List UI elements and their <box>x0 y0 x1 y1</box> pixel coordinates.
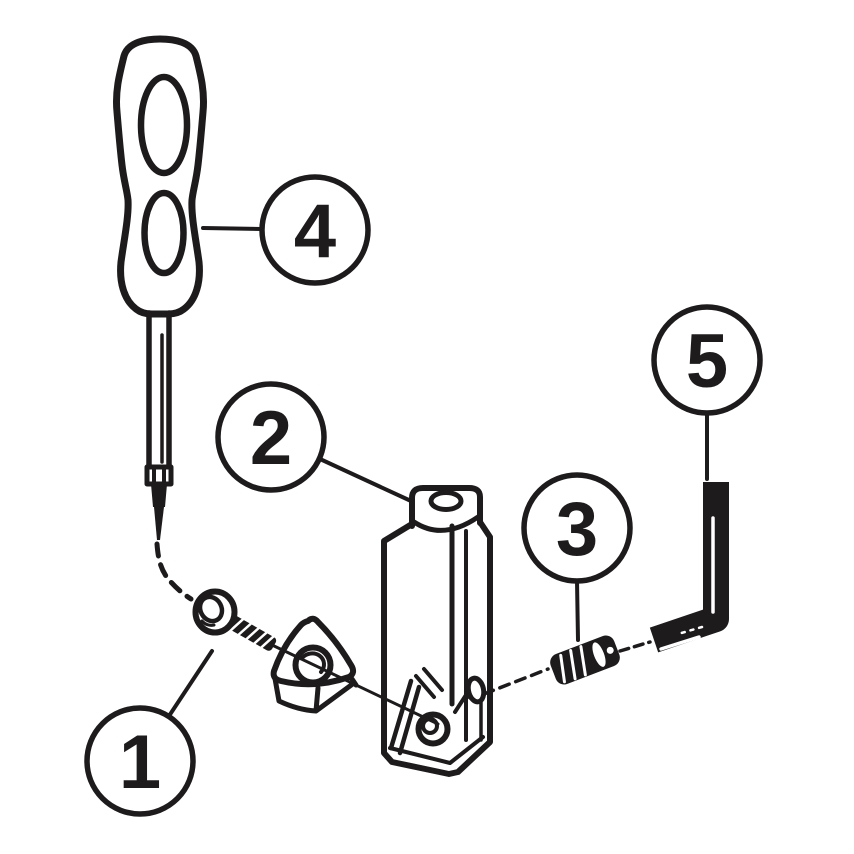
hex-key-short-arm-dotted-highlight <box>676 625 704 636</box>
screwdriver-axis-dashed-line <box>154 541 194 602</box>
assembly-axis-line <box>270 643 440 726</box>
screwdriver-shaft <box>146 310 172 471</box>
screwdriver-grip-upper-inset <box>137 73 191 177</box>
screwdriver-grip-lower-inset <box>141 189 187 277</box>
callout-2-balloon <box>215 381 327 493</box>
screwdriver-tip-collar-ridges <box>152 465 166 486</box>
callout-2-label: 2 <box>250 396 292 481</box>
callout-3-balloon <box>521 472 633 584</box>
callout-5-balloon <box>651 304 763 416</box>
hex-key-short-arm-highlight <box>659 635 701 651</box>
set-screw-axis-dash-right <box>618 640 652 653</box>
cartridge-bottom-bevel-line <box>388 735 485 765</box>
clamp-screw-shank <box>226 615 277 651</box>
screwdriver-tip-collar <box>144 464 174 487</box>
callout-1-label: 1 <box>119 720 161 805</box>
callout-3: 3 <box>521 472 633 642</box>
cartridge-cap-front-arc <box>411 514 481 533</box>
callout-1: 1 <box>84 649 214 817</box>
callout-1-leader <box>167 649 214 718</box>
callout-1-balloon <box>84 705 196 817</box>
clamp-screw-torx-socket <box>197 594 225 624</box>
callout-4-balloon <box>259 174 371 286</box>
screwdriver-tip-point <box>154 507 164 540</box>
clamp-screw <box>192 588 277 651</box>
set-screw <box>550 635 620 685</box>
callout-5: 5 <box>651 304 763 481</box>
set-screw-thread-lines <box>559 645 587 684</box>
callout-4-leader <box>201 226 263 231</box>
callout-2: 2 <box>215 381 413 503</box>
set-screw-body <box>550 635 620 685</box>
screwdriver <box>113 35 207 602</box>
cartridge-top-hole <box>428 490 464 512</box>
set-screw-collar-highlight <box>592 642 606 667</box>
callout-4: 4 <box>201 174 371 286</box>
callouts: 1 2 3 4 5 <box>84 174 763 817</box>
callout-2-leader <box>318 457 413 503</box>
screwdriver-torx-tip <box>151 484 167 507</box>
set-screw-axis-dash-left <box>482 667 550 696</box>
callout-3-label: 3 <box>556 487 598 572</box>
trigon-insert <box>270 615 359 714</box>
hex-key-body <box>649 482 729 653</box>
pocket-wall-lines <box>388 678 422 756</box>
callout-5-label: 5 <box>686 319 728 404</box>
callout-3-leader <box>575 579 580 642</box>
set-screw-socket-dot <box>606 646 614 654</box>
cartridge-body <box>381 485 493 777</box>
clamp-screw-thread-lines <box>229 618 275 649</box>
pocket-facet-lines <box>453 693 479 714</box>
hex-key <box>649 482 729 653</box>
clamp-screw-socket-arc <box>200 619 216 627</box>
set-screw-axis-dashes <box>482 640 652 696</box>
pocket-relief-notch-lines <box>414 667 444 699</box>
callout-4-label: 4 <box>294 189 336 274</box>
